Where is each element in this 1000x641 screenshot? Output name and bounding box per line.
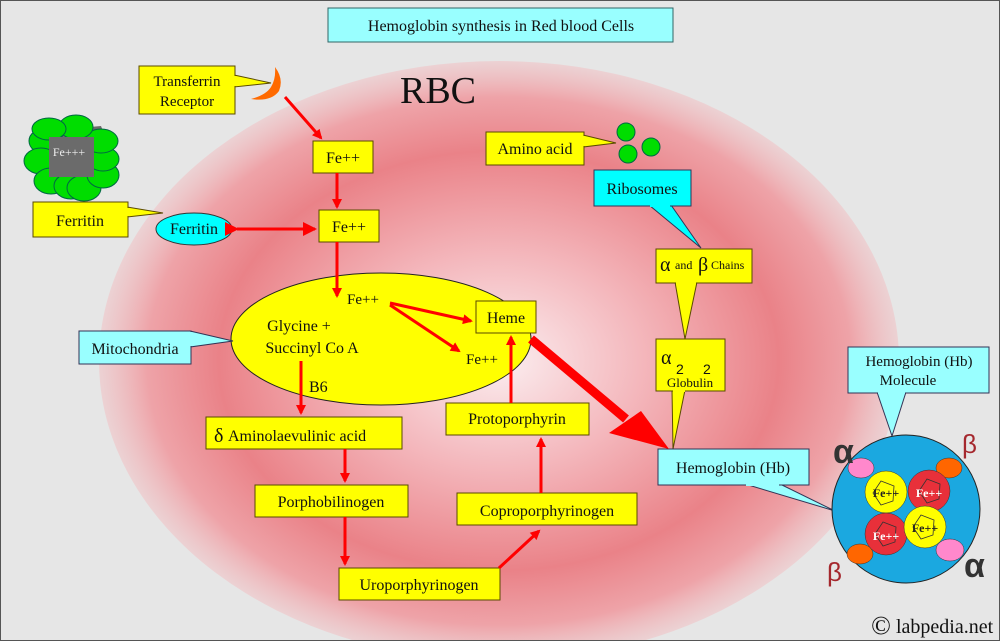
mitochondria-callout-text: Mitochondria (91, 341, 178, 358)
ribosomes-callout: Ribosomes (593, 169, 702, 249)
hemoglobin-callout: Hemoglobin (Hb) (657, 448, 836, 512)
transferrin-receptor-icon (251, 67, 281, 100)
alpha-chain-label-bottom: α (964, 547, 985, 585)
fe-released-text: Fe++ (466, 352, 498, 368)
globulin-alpha: α (661, 347, 672, 369)
arrow-uro-to-copro (497, 529, 541, 570)
glycine-text: Glycine + (267, 318, 331, 335)
hb-molecule-line1: Hemoglobin (Hb) (865, 354, 972, 370)
arrow-heme-to-hemoglobin (528, 335, 669, 449)
uroporphyrinogen-box: Uroporphyrinogen (338, 567, 501, 601)
hb-fe-4: Fe++ (912, 521, 938, 535)
succinyl-coa-text: Succinyl Co A (265, 340, 359, 357)
globulin-sub2: 2 (703, 361, 711, 377)
hb-fe-2: Fe++ (916, 486, 942, 500)
chains-and: and (675, 258, 692, 272)
hb-molecule-callout: Hemoglobin (Hb) Molecule (847, 346, 990, 438)
ferritin-callout-text: Ferritin (56, 213, 104, 230)
ferritin-ellipse: Ferritin (155, 212, 233, 246)
copyright: © labpedia.net (871, 611, 994, 640)
fe-box-top: Fe++ (312, 140, 374, 174)
hb-molecule-line2: Molecule (880, 373, 937, 389)
transferrin-receptor-callout: Transferrin Receptor (138, 65, 272, 115)
ala-text: Aminolaevulinic acid (228, 428, 366, 445)
porphobilinogen-box: Porphobilinogen (254, 484, 409, 518)
rbc-label: RBC (400, 70, 476, 112)
beta-chain-label-top: β (962, 429, 977, 459)
hemoglobin-molecule-icon: Fe++ Fe++ Fe++ Fe++ (831, 434, 981, 584)
amino-acid-text: Amino acid (497, 141, 572, 158)
chains-label: Chains (711, 258, 745, 272)
amino-acid-dots-icon (616, 122, 661, 164)
fe-middle-text: Fe++ (332, 219, 366, 236)
heme-box: Heme (475, 300, 537, 334)
delta-symbol: δ (214, 425, 223, 447)
ferritin-complex-label: Fe+++ (53, 145, 86, 159)
fe-top-text: Fe++ (326, 150, 360, 167)
chains-callout: α and β Chains (655, 248, 753, 340)
b6-cofactor: B6 (309, 379, 328, 396)
transferrin-label-line1: Transferrin (154, 74, 221, 90)
alpha-chain-label-top: α (833, 433, 854, 471)
protoporphyrin-box: Protoporphyrin (445, 402, 590, 436)
transferrin-label-line2: Receptor (160, 94, 214, 110)
globulin-callout: α 2 2 Globulin (655, 338, 726, 450)
copyright-icon: © (871, 611, 891, 640)
chains-beta: β (698, 254, 708, 276)
arrow-fe-to-heme (389, 301, 473, 325)
ferritin-callout: Ferritin (32, 201, 164, 238)
ferritin-complex-icon: Fe+++ (23, 114, 120, 202)
hb-fe-3: Fe++ (873, 529, 899, 543)
beta-chain-label-bottom: β (827, 557, 842, 587)
globulin-sub1: 2 (676, 361, 684, 377)
porphobilinogen-text: Porphobilinogen (278, 494, 385, 511)
globulin-label: Globulin (667, 375, 714, 390)
protoporphyrin-text: Protoporphyrin (468, 411, 566, 428)
arrow-fe-to-released-fe (389, 303, 461, 353)
ribosomes-text: Ribosomes (606, 181, 677, 198)
ferritin-ellipse-text: Ferritin (170, 221, 218, 238)
arrows (225, 96, 546, 570)
title-text: Hemoglobin synthesis in Red blood Cells (368, 18, 634, 35)
coproporphyrinogen-text: Coproporphyrinogen (480, 503, 614, 520)
heme-text: Heme (487, 310, 525, 327)
fe-box-middle: Fe++ (318, 209, 380, 243)
hemoglobin-text: Hemoglobin (Hb) (676, 460, 790, 477)
copyright-text: labpedia.net (896, 616, 994, 638)
hb-fe-1: Fe++ (873, 486, 899, 500)
ala-box: δ Aminolaevulinic acid (205, 416, 403, 450)
arrow-receptor-to-fe (283, 96, 323, 140)
fe-in-mito-text: Fe++ (347, 292, 379, 308)
mitochondria-callout: Mitochondria (78, 330, 234, 365)
title-box: Hemoglobin synthesis in Red blood Cells (327, 7, 674, 43)
coproporphyrinogen-box: Coproporphyrinogen (456, 492, 638, 526)
mitochondria: Fe++ Glycine + Succinyl Co A Fe++ (230, 272, 532, 406)
chains-alpha: α (660, 254, 671, 276)
amino-acid-callout: Amino acid (485, 131, 617, 166)
uroporphyrinogen-text: Uroporphyrinogen (359, 577, 478, 594)
